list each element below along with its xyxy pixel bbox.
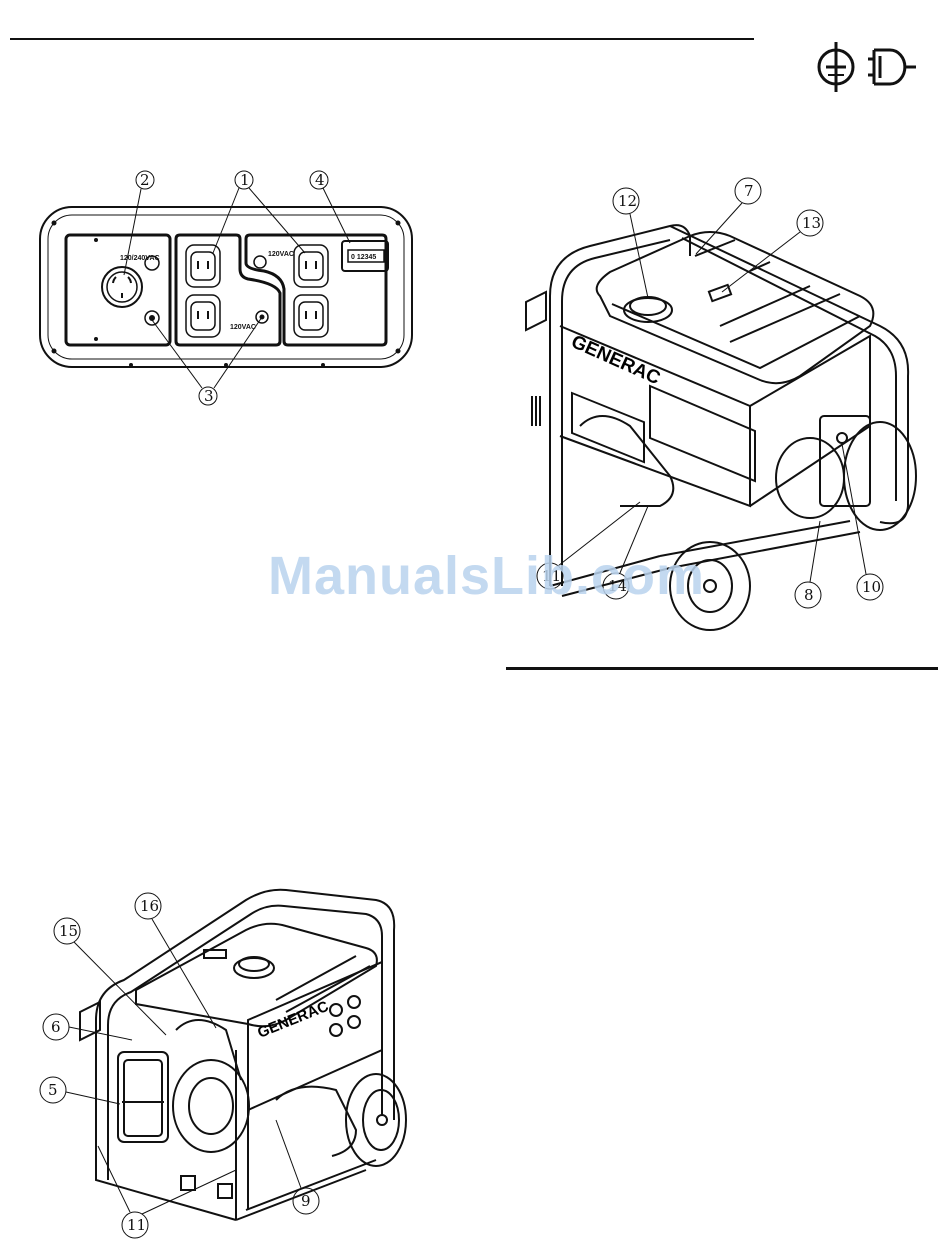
callout-16: 16 (140, 897, 159, 915)
ground-terminal-icon (812, 40, 862, 96)
callout-9: 9 (301, 1192, 311, 1210)
plug-icon (868, 46, 920, 88)
callout-3: 3 (204, 387, 214, 405)
watermark: ManualsLib.com (268, 545, 705, 607)
hour-meter-label: 0 12345 (351, 254, 376, 261)
callout-11-rear: 11 (127, 1216, 146, 1234)
callout-15: 15 (59, 922, 78, 940)
callout-4: 4 (315, 171, 325, 189)
generator-rear-diagram: GENERAC 16 15 6 5 9 11 (36, 880, 426, 1240)
section-rule (506, 667, 938, 670)
callout-5: 5 (48, 1081, 58, 1099)
brand-front: GENERAC (568, 331, 664, 389)
callout-8: 8 (804, 586, 814, 604)
callout-6: 6 (51, 1018, 61, 1036)
callout-12: 12 (618, 192, 637, 210)
callout-10: 10 (862, 578, 881, 596)
duplex-left-label: 120VAC (230, 324, 256, 331)
callout-13: 13 (802, 214, 821, 232)
brand-rear: GENERAC (255, 998, 331, 1042)
top-rule (10, 38, 754, 40)
callout-7: 7 (744, 182, 754, 200)
twist-lock-label: 120/240VAC (120, 255, 160, 262)
callout-2: 2 (140, 171, 150, 189)
control-panel-diagram: 120/240VAC 120VAC 120VAC 0 12345 2 1 4 3 (36, 165, 418, 410)
duplex-right-label: 120VAC (268, 251, 294, 258)
callout-1: 1 (240, 171, 250, 189)
